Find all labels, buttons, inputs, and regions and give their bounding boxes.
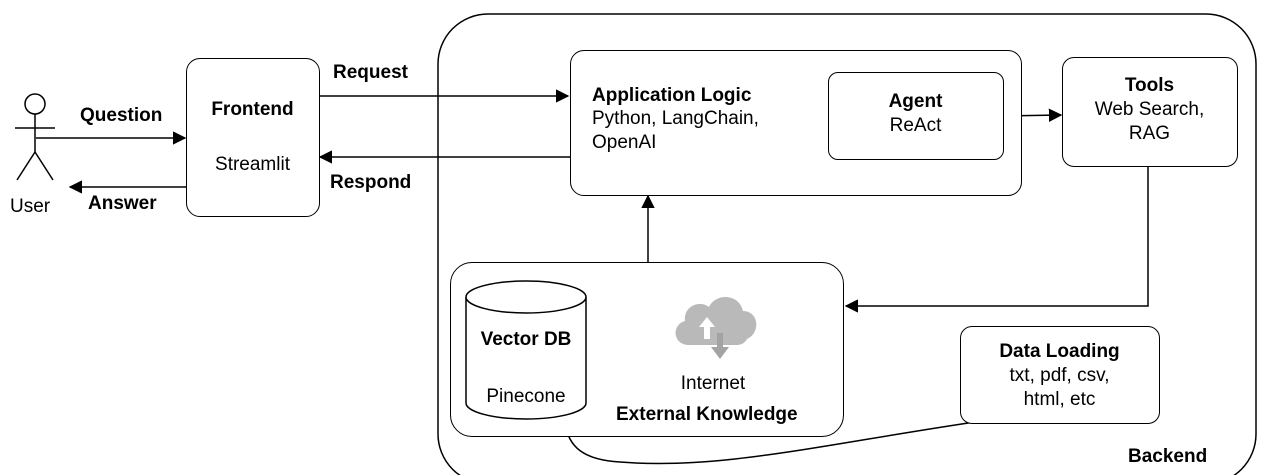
data-loading-line-1: txt, pdf, csv, (1009, 365, 1110, 386)
agent-node: Agent ReAct (828, 72, 1004, 160)
tools-title: Tools (1124, 75, 1175, 96)
stick-figure-icon (15, 93, 55, 181)
tools-line-2: RAG (1128, 123, 1171, 144)
tools-line-1: Web Search, (1094, 99, 1205, 120)
vector-db-title: Vector DB (480, 329, 572, 350)
frontend-node: Frontend Streamlit (186, 58, 320, 217)
external-knowledge-node: Vector DB Pinecone Internet External Kno… (450, 262, 844, 437)
application-logic-title: Application Logic (592, 85, 752, 106)
external-knowledge-label: External Knowledge (616, 404, 798, 425)
application-logic-line-2: OpenAI (592, 132, 657, 153)
tools-node: Tools Web Search, RAG (1062, 57, 1238, 167)
vector-db-subtitle: Pinecone (486, 386, 566, 407)
cloud-upload-download-icon (675, 296, 757, 359)
agent-title: Agent (888, 91, 943, 112)
backend-label: Backend (1128, 446, 1208, 467)
tools-to-knowledge-arrow (844, 165, 1149, 313)
respond-label: Respond (330, 172, 412, 193)
agent-subtitle: ReAct (889, 115, 942, 136)
frontend-title: Frontend (211, 99, 294, 120)
data-loading-node: Data Loading txt, pdf, csv, html, etc (960, 326, 1160, 424)
dataloading-to-vectordb-arrow (559, 420, 976, 465)
data-loading-line-2: html, etc (1023, 389, 1096, 410)
internet-label: Internet (680, 373, 746, 394)
user-label: User (10, 196, 51, 217)
request-label: Request (333, 62, 408, 83)
frontend-subtitle: Streamlit (215, 154, 290, 175)
question-label: Question (80, 105, 163, 126)
application-logic-line-1: Python, LangChain, (592, 108, 759, 129)
data-loading-title: Data Loading (999, 341, 1120, 362)
backend-container (437, 13, 1257, 475)
answer-label: Answer (88, 193, 157, 214)
cylinder-database-icon (465, 280, 587, 420)
